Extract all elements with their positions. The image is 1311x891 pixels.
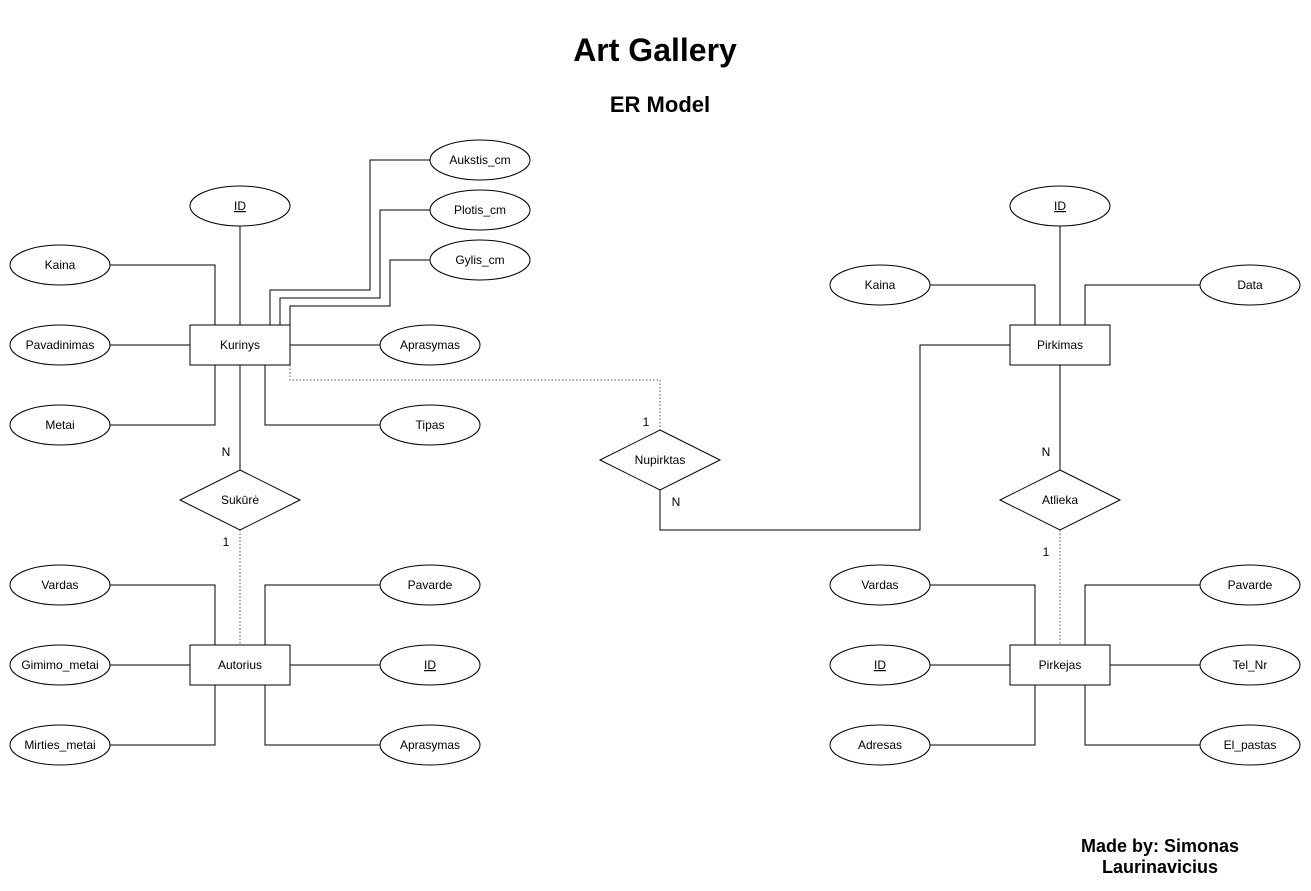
attribute-label: Tipas: [416, 418, 445, 432]
attribute-kurinys-kaina[interactable]: Kaina: [9, 244, 111, 286]
attribute-pirkimas-kaina[interactable]: Kaina: [829, 264, 931, 306]
line-autorius-mirties: [110, 685, 216, 746]
attribute-label: Gimimo_metai: [21, 658, 98, 672]
line-kurinys-nupirktas: [289, 365, 661, 430]
line-kurinys-plotis: [279, 209, 431, 325]
attribute-label: Mirties_metai: [24, 738, 95, 752]
entity-autorius[interactable]: Autorius: [189, 644, 291, 686]
cardinality-sukure-kurinys: N: [222, 445, 231, 459]
line-pirkejas-pavarde: [1084, 584, 1200, 645]
attribute-label: Pavadinimas: [26, 338, 95, 352]
cardinality-sukure-autorius: 1: [223, 535, 230, 549]
attribute-label: Aprasymas: [400, 738, 460, 752]
entity-pirkejas[interactable]: Pirkejas: [1009, 644, 1111, 686]
entity-pirkimas[interactable]: Pirkimas: [1009, 324, 1111, 366]
line-autorius-aprasymas: [264, 685, 380, 746]
line-autorius-pavarde: [264, 584, 380, 645]
line-kurinys-metai: [110, 365, 216, 426]
attribute-autorius-pavarde[interactable]: Pavarde: [379, 564, 481, 606]
attribute-label: ID: [1054, 199, 1066, 213]
cardinality-nupirktas-kurinys: 1: [643, 415, 650, 429]
relationship-label: Nupirktas: [635, 453, 686, 467]
attribute-kurinys-gylis[interactable]: Gylis_cm: [429, 239, 531, 281]
relationship-sukure[interactable]: Sukūrė: [178, 469, 302, 531]
attribute-kurinys-plotis[interactable]: Plotis_cm: [429, 189, 531, 231]
attribute-autorius-mirties-metai[interactable]: Mirties_metai: [9, 724, 111, 766]
attribute-pirkejas-vardas[interactable]: Vardas: [829, 564, 931, 606]
attribute-label: El_pastas: [1224, 738, 1277, 752]
attribute-label: Pavarde: [1228, 578, 1273, 592]
entity-kurinys[interactable]: Kurinys: [189, 324, 291, 366]
attribute-label: Kaina: [45, 258, 76, 272]
attribute-autorius-aprasymas[interactable]: Aprasymas: [379, 724, 481, 766]
line-nupirktas-pirkimas: [659, 344, 1010, 531]
attribute-label: Kaina: [865, 278, 896, 292]
cardinality-nupirktas-pirkimas: N: [672, 495, 681, 509]
attribute-pirkejas-adresas[interactable]: Adresas: [829, 724, 931, 766]
diagram-subtitle: ER Model: [610, 92, 710, 117]
line-autorius-vardas: [110, 584, 216, 645]
attribute-pirkimas-id[interactable]: ID: [1009, 185, 1111, 227]
attribute-label: Aukstis_cm: [449, 153, 510, 167]
attribute-label: Tel_Nr: [1233, 658, 1268, 672]
cardinality-atlieka-pirkejas: 1: [1043, 545, 1050, 559]
attribute-label: Adresas: [858, 738, 902, 752]
diagram-title: Art Gallery: [573, 32, 737, 68]
entity-label: Kurinys: [220, 338, 260, 352]
attribute-kurinys-pavadinimas[interactable]: Pavadinimas: [9, 324, 111, 366]
attribute-kurinys-aprasymas[interactable]: Aprasymas: [379, 324, 481, 366]
attribute-label: Pavarde: [408, 578, 453, 592]
credit-line-1: Made by: Simonas: [1081, 836, 1239, 856]
attribute-label: Gylis_cm: [455, 253, 504, 267]
attribute-label: ID: [874, 658, 886, 672]
attribute-label: ID: [424, 658, 436, 672]
line-kurinys-aukstis: [269, 159, 431, 325]
relationship-label: Atlieka: [1042, 493, 1078, 507]
relationship-label: Sukūrė: [221, 493, 259, 507]
attribute-label: Data: [1237, 278, 1263, 292]
attribute-pirkejas-id[interactable]: ID: [829, 644, 931, 686]
attribute-label: Metai: [45, 418, 74, 432]
attribute-pirkejas-el-pastas[interactable]: El_pastas: [1199, 724, 1301, 766]
attribute-kurinys-tipas[interactable]: Tipas: [379, 404, 481, 446]
line-kurinys-gylis: [289, 259, 431, 325]
attribute-pirkimas-data[interactable]: Data: [1199, 264, 1301, 306]
entity-label: Pirkejas: [1039, 658, 1082, 672]
line-pirkejas-el-pastas: [1084, 685, 1200, 746]
attribute-pirkejas-tel-nr[interactable]: Tel_Nr: [1199, 644, 1301, 686]
attribute-label: Plotis_cm: [454, 203, 506, 217]
attribute-kurinys-metai[interactable]: Metai: [9, 404, 111, 446]
attribute-pirkejas-pavarde[interactable]: Pavarde: [1199, 564, 1301, 606]
line-kurinys-kaina: [110, 264, 216, 325]
entity-label: Autorius: [218, 658, 262, 672]
relationship-nupirktas[interactable]: Nupirktas: [598, 429, 722, 491]
attribute-autorius-vardas[interactable]: Vardas: [9, 564, 111, 606]
attribute-label: ID: [234, 199, 246, 213]
attribute-kurinys-id[interactable]: ID: [189, 185, 291, 227]
line-pirkimas-kaina: [930, 284, 1036, 325]
attribute-kurinys-aukstis[interactable]: Aukstis_cm: [429, 139, 531, 181]
credit-line-2: Laurinavicius: [1102, 857, 1218, 877]
connector-lines: [110, 159, 1200, 746]
attribute-label: Vardas: [41, 578, 78, 592]
attribute-label: Aprasymas: [400, 338, 460, 352]
relationship-atlieka[interactable]: Atlieka: [998, 469, 1122, 531]
attribute-label: Vardas: [861, 578, 898, 592]
attribute-autorius-id[interactable]: ID: [379, 644, 481, 686]
attribute-autorius-gimimo-metai[interactable]: Gimimo_metai: [9, 644, 111, 686]
line-kurinys-tipas: [264, 365, 380, 426]
line-pirkejas-adresas: [930, 685, 1036, 746]
line-pirkimas-data: [1084, 284, 1200, 325]
line-pirkejas-vardas: [930, 584, 1036, 645]
entity-label: Pirkimas: [1037, 338, 1083, 352]
cardinality-atlieka-pirkimas: N: [1042, 445, 1051, 459]
